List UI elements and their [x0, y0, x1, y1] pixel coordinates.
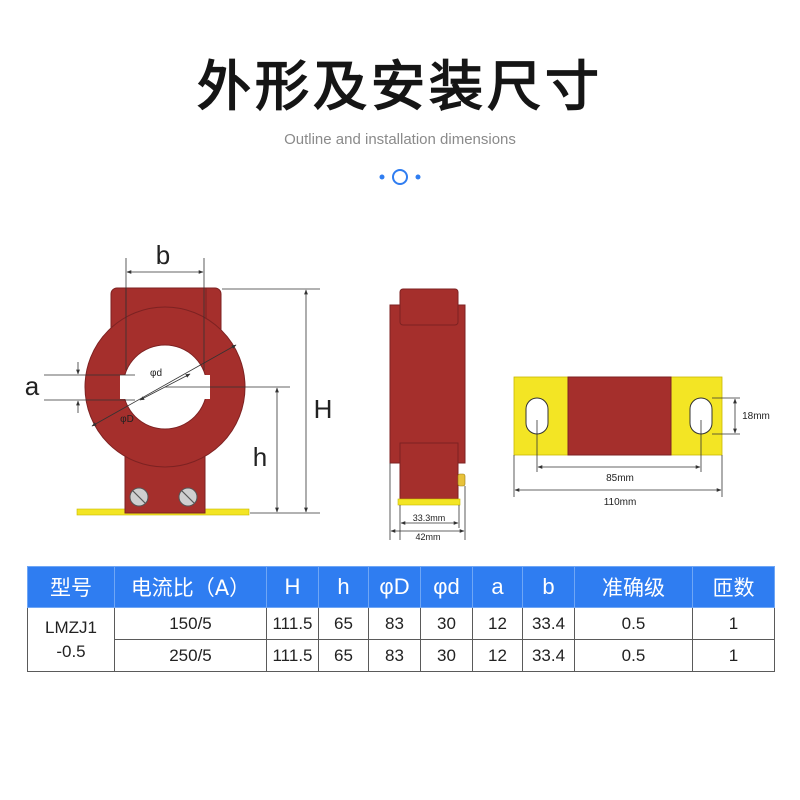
header-current-ratio: 电流比（A） [114, 566, 267, 608]
header-H: H [266, 566, 319, 608]
table-header-row: 型号 电流比（A） H h φD φd a b 准确级 匝数 [27, 566, 775, 608]
cell-ratio: 250/5 [114, 639, 267, 672]
front-view: b a H h φd φD [25, 240, 333, 516]
header-a: a [472, 566, 523, 608]
cell-phi-D: 83 [368, 607, 421, 640]
label-phi-D: φD [120, 414, 134, 425]
label-b: b [156, 240, 170, 270]
header-accuracy: 准确级 [574, 566, 693, 608]
cell-phi-d: 30 [420, 607, 473, 640]
cell-H: 111.5 [266, 607, 319, 640]
label-side-outer: 42mm [415, 532, 440, 542]
bottom-view: 18mm 85mm 110mm [513, 376, 770, 508]
header-turns: 匝数 [692, 566, 775, 608]
indicator-dot-active [392, 169, 408, 185]
cell-model: LMZJ1 -0.5 [27, 607, 115, 672]
model-line-2: -0.5 [56, 641, 86, 661]
cell-accuracy: 0.5 [574, 607, 693, 640]
indicator-dot-right [415, 174, 421, 180]
spec-table: 型号 电流比（A） H h φD φd a b 准确级 匝数 LMZJ1 -0.5… [27, 566, 775, 672]
page-subtitle: Outline and installation dimensions [284, 131, 516, 148]
cell-turns: 1 [692, 607, 775, 640]
front-hole-notch-left [120, 375, 132, 399]
cell-turns: 1 [692, 639, 775, 672]
side-base-plate [397, 498, 461, 506]
header-b: b [522, 566, 575, 608]
bottom-body [567, 376, 672, 456]
page-title: 外形及安装尺寸 [197, 55, 603, 118]
dimension-drawing: b a H h φd φD 33.3mm 42 [25, 240, 770, 542]
label-hole-spacing: 85mm [606, 473, 634, 484]
header-phi-d: φd [420, 566, 473, 608]
indicator-dot-left [379, 174, 385, 180]
label-side-inner: 33.3mm [413, 513, 446, 523]
header-phi-D: φD [368, 566, 421, 608]
header-model: 型号 [27, 566, 115, 608]
side-screw [457, 473, 466, 487]
header-h: h [318, 566, 369, 608]
side-body [389, 304, 466, 464]
cell-a: 12 [472, 639, 523, 672]
table-row: 250/5 111.5 65 83 30 12 33.4 0.5 1 [28, 639, 775, 672]
cell-H: 111.5 [266, 639, 319, 672]
carousel-indicator [379, 169, 421, 185]
cell-phi-D: 83 [368, 639, 421, 672]
cell-b: 33.4 [522, 607, 575, 640]
cell-a: 12 [472, 607, 523, 640]
label-h: h [253, 442, 267, 472]
side-view: 33.3mm 42mm [389, 288, 466, 542]
side-top-cap [399, 288, 459, 326]
table-row: LMZJ1 -0.5 150/5 111.5 65 83 30 12 33.4 0… [27, 607, 775, 672]
label-H: H [314, 394, 333, 424]
cell-h: 65 [318, 607, 369, 640]
cell-h: 65 [318, 639, 369, 672]
label-total-length: 110mm [604, 497, 637, 508]
cell-ratio: 150/5 [114, 607, 267, 640]
label-phi-d: φd [150, 368, 162, 379]
cell-accuracy: 0.5 [574, 639, 693, 672]
label-slot-width: 18mm [742, 411, 770, 422]
model-line-1: LMZJ1 [45, 617, 97, 637]
side-stand [399, 442, 459, 500]
cell-phi-d: 30 [420, 639, 473, 672]
label-a: a [25, 371, 40, 401]
cell-b: 33.4 [522, 639, 575, 672]
